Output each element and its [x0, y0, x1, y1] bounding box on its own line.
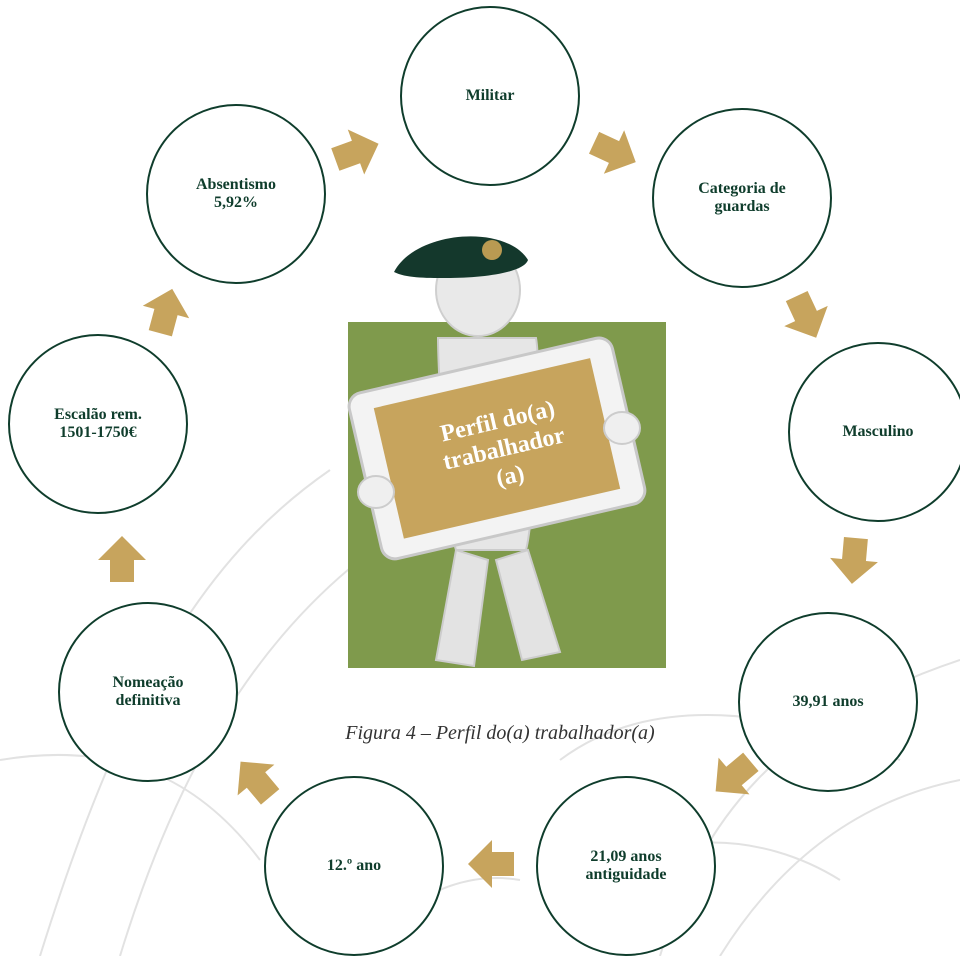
node-sexo: Masculino — [788, 342, 960, 522]
figure-right-leg — [494, 548, 562, 662]
figure-right-hand — [603, 411, 641, 445]
node-vinculo: Nomeação definitiva — [58, 602, 238, 782]
node-idade: 39,91 anos — [738, 612, 918, 792]
node-categoria: Categoria de guardas — [652, 108, 832, 288]
beret-badge-icon — [482, 240, 502, 260]
node-label: Militar — [465, 87, 515, 104]
arrow-icon — [142, 288, 190, 337]
node-absentismo: Absentismo 5,92% — [146, 104, 326, 284]
node-label: Nomeação definitiva — [112, 674, 184, 709]
node-escalao: Escalão rem. 1501-1750€ — [8, 334, 188, 514]
node-label: 12.º ano — [326, 857, 382, 874]
arrow-icon — [331, 129, 379, 175]
node-label: 39,91 anos — [792, 693, 864, 710]
arrow-icon — [98, 536, 146, 582]
arrow-icon — [715, 752, 759, 795]
arrow-icon — [237, 761, 280, 805]
arrow-icon — [784, 290, 828, 338]
beret — [394, 236, 528, 278]
figure-left-leg — [434, 548, 490, 668]
node-label: Masculino — [842, 423, 914, 440]
node-label: 21,09 anos antiguidade — [585, 848, 667, 883]
arrow-icon — [588, 130, 636, 174]
node-label: Absentismo 5,92% — [195, 176, 276, 211]
node-label: Escalão rem. 1501-1750€ — [54, 406, 142, 441]
board-title-text: Perfil do(a) trabalhador (a) — [437, 395, 568, 493]
node-militar: Militar — [400, 6, 580, 186]
worker-figure-illustration — [347, 236, 666, 668]
node-label: Categoria de guardas — [698, 180, 786, 215]
node-habilitacoes: 12.º ano — [264, 776, 444, 956]
node-antiguidade: 21,09 anos antiguidade — [536, 776, 716, 956]
tablet-screen — [373, 358, 621, 539]
figure-caption: Figura 4 – Perfil do(a) trabalhador(a) — [345, 722, 655, 744]
arrow-icon — [830, 537, 878, 584]
arrow-icon — [468, 840, 514, 888]
figure-left-hand — [357, 475, 395, 509]
